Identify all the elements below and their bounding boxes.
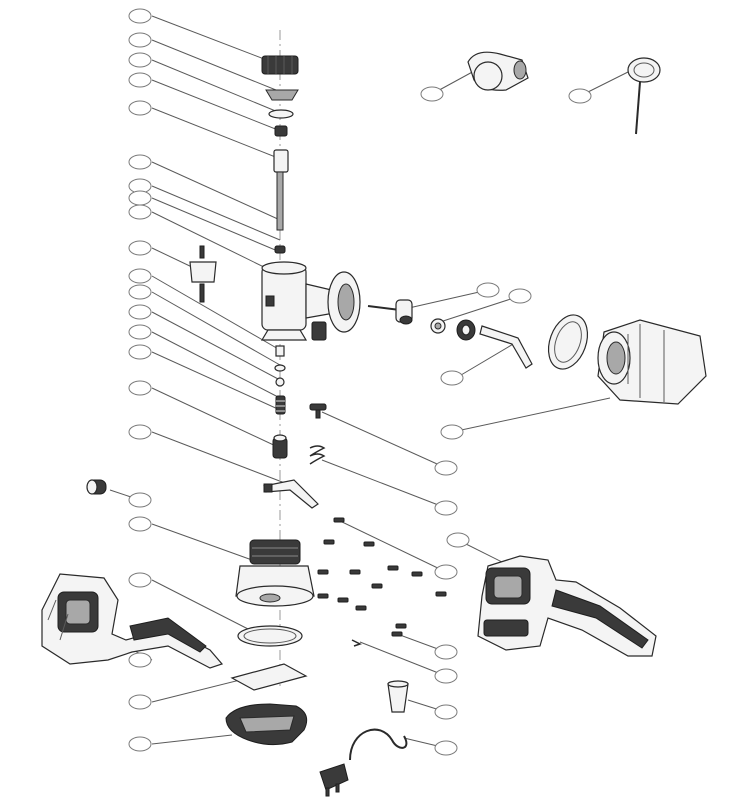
callout-bubble-c-l16 (128, 380, 152, 396)
part-small-nut (274, 125, 288, 137)
part-sleeve (273, 149, 289, 173)
part-button-screw (309, 403, 327, 419)
part-front-cap (597, 319, 707, 405)
callout-bubble-c-r04 (508, 288, 532, 304)
part-screws (317, 517, 447, 637)
part-cable-sleeve (387, 680, 409, 713)
callout-bubble-c-l18 (128, 492, 152, 508)
part-spring (275, 395, 286, 415)
callout-bubble-c-l10 (128, 240, 152, 256)
part-top-nut (261, 55, 299, 75)
part-bearing-pin (275, 345, 285, 357)
callout-bubble-c-r08 (434, 500, 458, 516)
part-ball (275, 377, 285, 387)
part-pivot-shaft (367, 299, 413, 325)
part-lock-lever (263, 479, 319, 509)
part-switch-button (86, 479, 107, 495)
part-pivot-washer (430, 318, 446, 334)
callout-bubble-c-l17 (128, 424, 152, 440)
callout-bubble-c-r06 (440, 424, 464, 440)
part-coil-spring (309, 445, 326, 465)
callout-bubble-c-r15 (128, 736, 152, 752)
callout-bubble-c-r12 (434, 668, 458, 684)
callout-bubble-c-r01 (420, 86, 444, 102)
callout-bubble-c-l22 (128, 694, 152, 710)
part-pivot-nut (456, 319, 476, 341)
callout-bubble-c-l19 (128, 516, 152, 532)
callout-bubble-c-l21 (128, 652, 152, 668)
callout-bubble-c-r02 (568, 88, 592, 104)
part-gear-housing (260, 261, 361, 341)
part-o-ring (237, 625, 303, 647)
part-gasket-plate (230, 663, 308, 691)
callout-bubbles (128, 8, 592, 756)
callout-bubble-c-r11 (434, 644, 458, 660)
part-power-cord (319, 728, 408, 797)
part-spacer (274, 364, 286, 372)
part-dust-bag (467, 51, 529, 91)
callout-bubble-c-l12 (128, 284, 152, 300)
part-rubber-ring (547, 314, 589, 370)
callout-bubble-c-r13 (434, 704, 458, 720)
part-pin-wrench (627, 57, 661, 135)
callout-bubble-c-l06 (128, 154, 152, 170)
callout-bubble-c-l09 (128, 204, 152, 220)
part-spindle-lock (272, 434, 288, 459)
callout-bubble-c-l03 (128, 52, 152, 68)
callout-bubble-c-r03 (476, 282, 500, 298)
callout-bubble-c-l08 (128, 190, 152, 206)
callout-bubble-c-l11 (128, 268, 152, 284)
part-motor (235, 539, 315, 607)
callout-bubble-c-l04 (128, 72, 152, 88)
callout-bubble-c-r10 (446, 532, 470, 548)
part-clamp-washer (265, 89, 299, 101)
callout-bubble-c-l13 (128, 304, 152, 320)
callout-bubble-c-r14 (434, 740, 458, 756)
part-wire-clip (351, 639, 362, 647)
callout-bubble-c-l15 (128, 344, 152, 360)
callout-bubble-c-r05 (440, 370, 464, 386)
part-flat-washer (268, 109, 294, 119)
part-shaft-ring (274, 245, 286, 254)
part-base-pad (225, 703, 308, 746)
part-side-clip (189, 245, 217, 303)
part-hex-key (479, 325, 533, 369)
part-spindle-shaft (276, 171, 284, 231)
callout-bubble-c-r09 (434, 564, 458, 580)
callout-bubble-c-l02 (128, 32, 152, 48)
callout-bubble-c-l20 (128, 572, 152, 588)
callout-bubble-c-l14 (128, 324, 152, 340)
callout-bubble-c-l05 (128, 100, 152, 116)
callout-bubble-c-r07 (434, 460, 458, 476)
part-housing-left (41, 573, 224, 669)
part-housing-right (477, 555, 657, 657)
callout-bubble-c-l01 (128, 8, 152, 24)
